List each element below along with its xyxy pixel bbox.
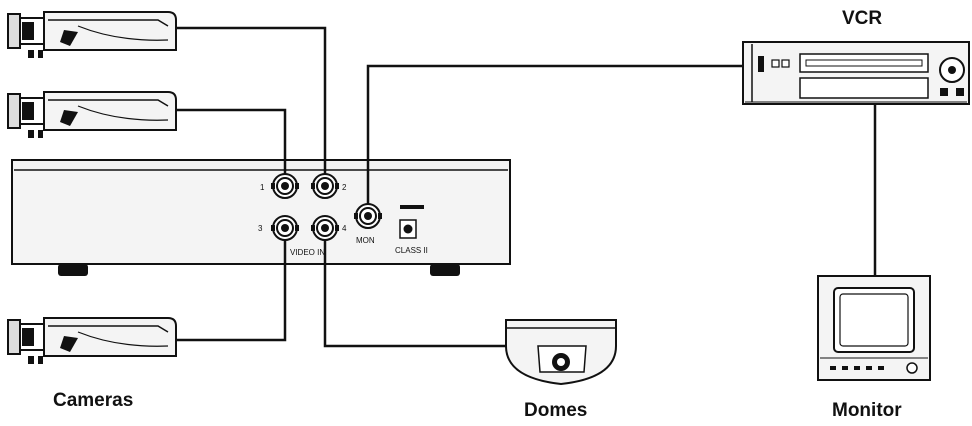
port-1-label: 1	[260, 183, 265, 192]
port-4-connector	[310, 215, 340, 241]
camera-1-icon	[7, 11, 177, 59]
cable-lines	[176, 26, 877, 348]
port-3-connector	[270, 215, 300, 241]
port-1-connector	[270, 173, 300, 199]
port-2-connector	[310, 173, 340, 199]
cameras-label: Cameras	[53, 390, 134, 411]
video-in-label: VIDEO IN	[290, 248, 325, 257]
vcr-label: VCR	[842, 8, 883, 29]
port-4-label: 4	[342, 224, 347, 233]
multiplexer-unit	[11, 159, 511, 276]
mon-label: MON	[356, 236, 375, 245]
camera-3-icon	[7, 317, 177, 365]
mon-connector	[353, 203, 383, 229]
power-connector	[399, 205, 424, 239]
monitor-device	[817, 275, 931, 381]
port-2-label: 2	[342, 183, 347, 192]
port-3-label: 3	[258, 224, 263, 233]
domes-label: Domes	[524, 400, 588, 421]
camera-2-icon	[7, 91, 177, 139]
dome-camera-icon	[505, 319, 617, 386]
class-ii-label: CLASS II	[395, 246, 428, 255]
vcr-device	[742, 41, 970, 105]
monitor-label: Monitor	[832, 400, 902, 421]
